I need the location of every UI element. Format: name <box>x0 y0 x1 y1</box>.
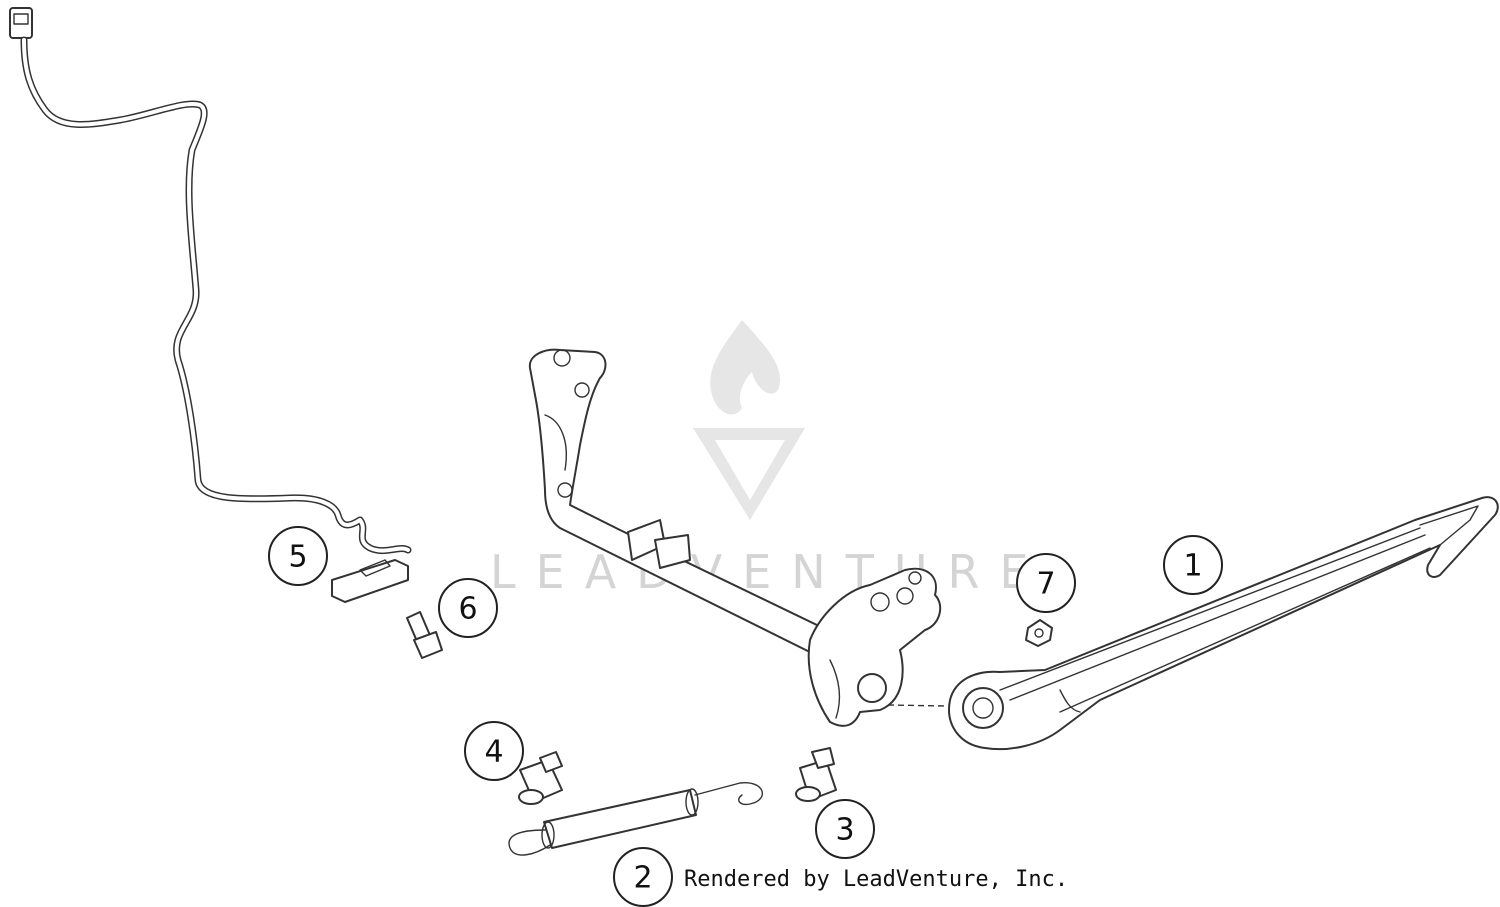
callout-1: 1 <box>1163 535 1223 595</box>
callout-5: 5 <box>268 526 328 586</box>
callout-3-label: 3 <box>835 813 854 848</box>
side-stand-bracket <box>528 348 946 727</box>
watermark-text: LEADVENTURE <box>490 545 1049 599</box>
stand-spring <box>508 782 763 856</box>
spring-pin-left <box>518 751 563 805</box>
side-stand <box>948 496 1499 751</box>
callout-7: 7 <box>1016 553 1076 613</box>
side-stand-switch-cable <box>9 7 412 603</box>
callout-2: 2 <box>613 847 673 907</box>
callout-3: 3 <box>815 799 875 859</box>
stand-nut <box>1025 619 1053 647</box>
callout-5-label: 5 <box>288 540 307 575</box>
switch-screw <box>406 611 443 659</box>
callout-2-label: 2 <box>633 861 652 896</box>
callout-4: 4 <box>464 721 524 781</box>
spring-pin-right <box>795 747 837 802</box>
render-credit: Rendered by LeadVenture, Inc. <box>684 867 1068 892</box>
callout-6: 6 <box>438 578 498 638</box>
callout-7-label: 7 <box>1036 567 1055 602</box>
callout-6-label: 6 <box>458 592 477 627</box>
callout-4-label: 4 <box>484 735 503 770</box>
callout-1-label: 1 <box>1183 549 1202 584</box>
flame-v-logo-icon <box>693 320 805 520</box>
